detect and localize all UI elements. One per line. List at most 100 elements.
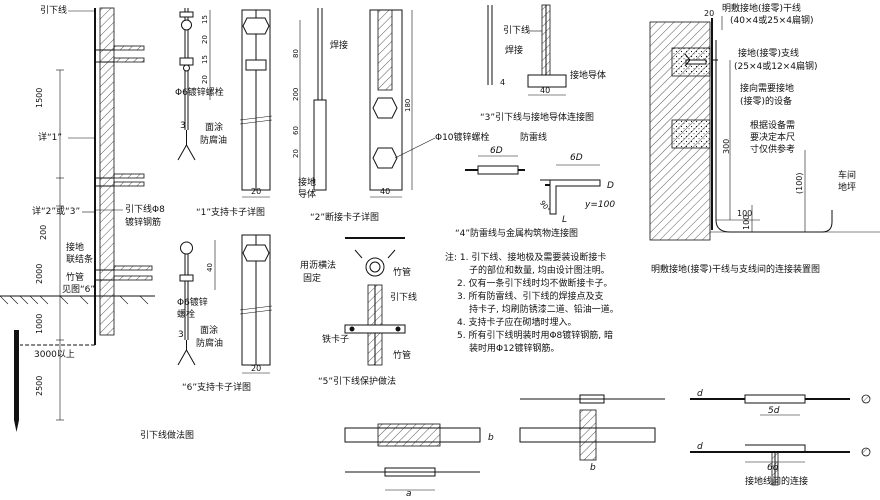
note-line-1: 子的部位和数量, 均由设计图注明。 [469,264,610,276]
label-ground-b-2: 导体 [298,188,316,200]
note-line-0: 注: 1. 引下线、接地极及需要装设断接卡 [445,251,606,263]
label-note-a: 根据设备需 [750,119,795,131]
svg-text:20: 20 [292,149,300,158]
caption-fig2: “2”断接卡子详图 [310,211,379,223]
label-clip: 铁卡子 [322,333,349,345]
label-down-lead: 引下线 [40,4,67,16]
label-floor-a: 车间 [838,169,856,181]
svg-text:20: 20 [704,9,714,18]
caption-fig1: “1”支持卡子详图 [196,206,265,218]
label-above3000: 3000以上 [34,349,75,360]
label-down-5: 引下线 [390,291,417,303]
svg-text:y=100: y=100 [584,200,615,210]
figure-5: 用沥横法 固定 竹管 引下线 铁卡子 竹管 “5”引下线保护做法 [300,237,417,387]
svg-text:80: 80 [292,49,300,58]
dim-5d: 5d [768,406,780,416]
note-line-3: 3. 所有防雷线、引下线的焊接点及支 [457,290,603,302]
svg-text:60: 60 [292,126,300,135]
dim-200: 200 [39,225,48,240]
svg-text:100: 100 [737,209,752,218]
svg-text:L: L [562,215,567,225]
svg-text:20: 20 [201,75,209,84]
label-asphalt-b: 固定 [303,272,321,284]
label-rebar-b: 镀锌钢筋 [125,216,161,228]
label-ground-a-2: 接地 [298,176,316,188]
caption-fig5: “5”引下线保护做法 [318,375,396,387]
figure-4: 防雷线 6D 6D D y=100 90° L “4”防雷线与金属构筑物连接图 [455,131,615,239]
label-detail1: 详“1” [38,131,62,143]
figure-6: Φ6镀锌 螺栓 3 面涂 防腐油 40 20 “6”支持卡子详图 [177,234,273,393]
figure-2: 80 200 60 20 焊接 接地 导体 180 40 Φ10镀锌螺栓 “2”… [292,8,490,223]
label-weld-3: 焊接 [505,44,523,56]
svg-text:6D: 6D [490,146,503,156]
label-bolt-6: Φ6镀锌 [177,296,208,308]
note-line-6: 5. 所有引下线明装时用Φ8镀锌钢筋, 暗 [457,329,613,341]
support-brackets [95,45,153,281]
label-pipe-a: 竹管 [66,271,84,283]
label-paint-b-6: 防腐油 [196,337,223,349]
dim-2500: 2500 [35,376,44,396]
note-line-4: 持卡子, 均刷防锈漆二道、铅油一道。 [469,303,619,315]
svg-text:15: 15 [201,55,209,64]
caption-fig4: “4”防雷线与金属构筑物连接图 [455,227,578,239]
label-branch-a: 接地(接零)支线 [738,47,799,59]
label-note-c: 寸仅供参考 [750,143,795,155]
label-paint-a-1: 面涂 [205,121,223,133]
label-ground-3: 接地导体 [570,69,606,81]
dim-1500: 1500 [35,88,44,108]
caption-right: 明敷接地(接零)干线与支线间的连接装置图 [651,263,820,275]
label-rebar-a: 引下线Φ8 [125,203,165,215]
caption-fig3: “3”引下线与接地导体连接图 [480,111,594,123]
dim-d1: d [697,389,703,399]
svg-text:20: 20 [201,35,209,44]
svg-text:D: D [607,181,614,191]
label-weld-2: 焊接 [330,39,348,51]
dim-2000: 2000 [35,264,44,284]
ground-electrode [14,330,19,420]
label-equip-b: (接零)的设备 [740,95,792,107]
label-asphalt-a: 用沥横法 [300,259,336,271]
label-bolt10: Φ10镀锌螺栓 [435,131,490,143]
dim-b1: b [488,433,494,443]
svg-text:300: 300 [722,139,731,154]
label-num3-1: 3 [180,121,186,131]
label-pipe1: 竹管 [393,266,411,278]
caption-main: 引下线做法图 [140,429,194,441]
svg-text:20: 20 [251,187,261,196]
label-pipe-b: 见图“6” [62,284,95,295]
label-main-a: 明敷接地(接零)干线 [722,2,801,14]
figure-1: 15 20 15 20 Φ6镀锌螺栓 3 面涂 防腐油 20 “1”支持卡子详图 [175,8,273,218]
svg-text:100: 100 [742,215,751,230]
wall-section [99,7,115,336]
label-paint-a-6: 面涂 [200,324,218,336]
label-bolt2-6: 螺栓 [177,308,195,320]
right-detail: 20 明敷接地(接零)干线 (40×4或25×4扁钢) 接地(接零)支线 (25… [649,2,880,275]
main-elevation: 1500 200 2000 1000 2500 引下线 详“1” 详“2”或“3… [0,4,194,441]
label-num3-6: 3 [178,330,184,340]
label-lightning: 防雷线 [520,131,547,143]
svg-text:6D: 6D [570,153,583,163]
bottom-connections: a b b 5d d 6d d 接地线间的连接 [344,389,871,499]
dim-d2: d [697,442,703,452]
svg-text:180: 180 [404,99,412,112]
svg-text:(100): (100) [795,172,804,194]
svg-text:40: 40 [380,187,390,196]
figure-3: 引下线 焊接 接地导体 4 40 “3”引下线与接地导体连接图 [480,4,606,123]
label-tie-b: 联结条 [66,253,93,265]
svg-text:4: 4 [500,78,505,87]
label-bolt-1: Φ6镀锌螺栓 [175,86,224,98]
label-paint-b-1: 防腐油 [200,134,227,146]
label-note-b: 要决定本尺 [750,131,795,143]
svg-text:15: 15 [201,15,209,24]
label-equip-a: 接向需要接地 [740,82,794,94]
dim-b2: b [590,463,596,473]
dim-a: a [406,489,412,499]
note-line-5: 4. 支持卡子应在砌墙时埋入。 [457,316,576,328]
label-main-b: (40×4或25×4扁钢) [730,14,813,26]
dim-6d: 6d [767,463,779,473]
caption-fig6: “6”支持卡子详图 [182,381,251,393]
label-detail23: 详“2”或“3” [32,205,80,217]
svg-text:40: 40 [540,86,550,95]
